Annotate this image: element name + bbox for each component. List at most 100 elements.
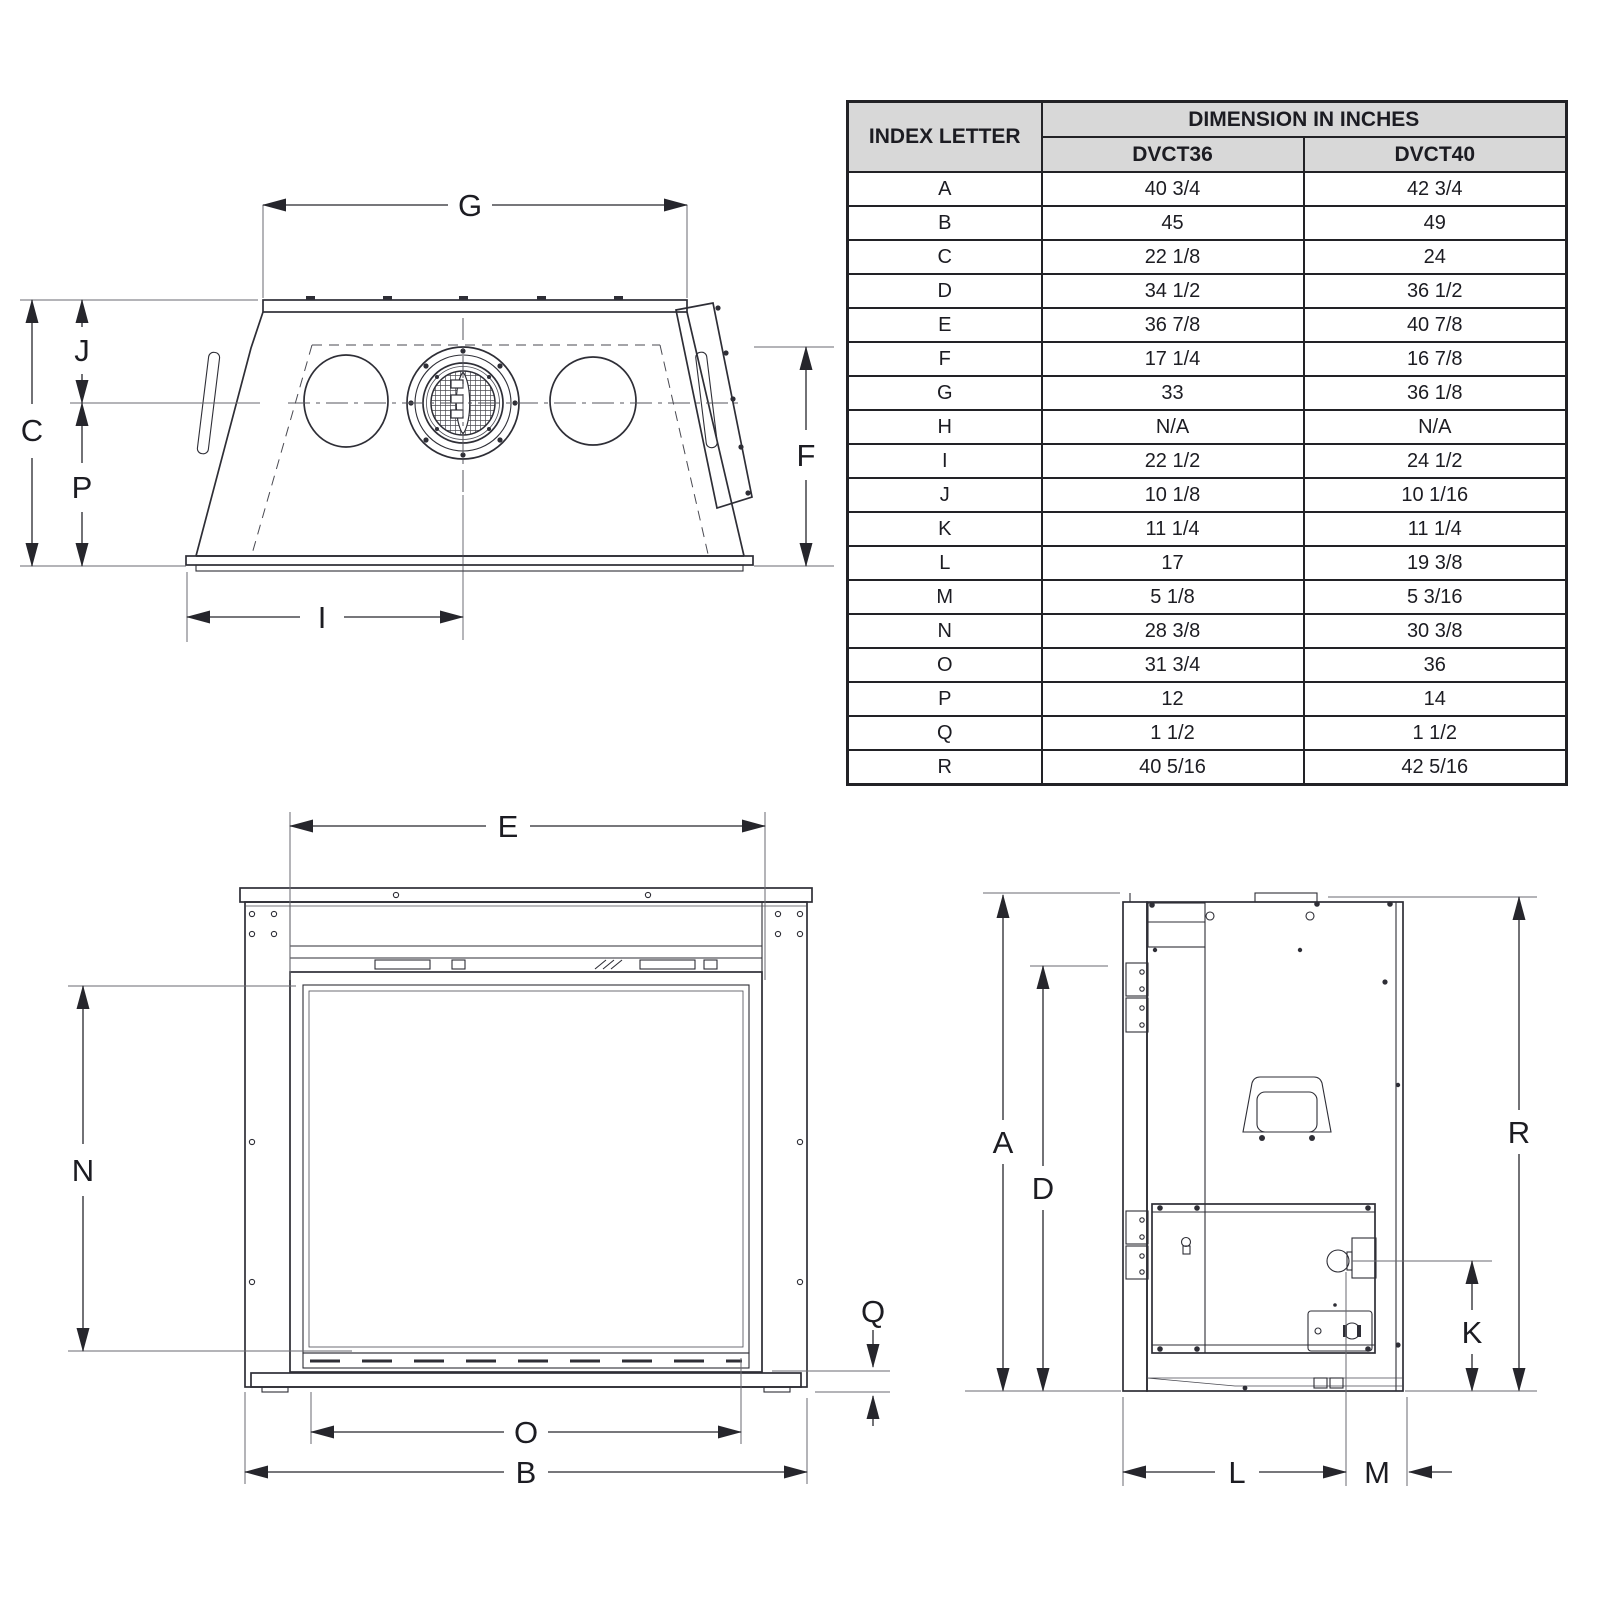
dim-label-e: E bbox=[498, 809, 519, 844]
row-letter: M bbox=[846, 579, 1043, 615]
dim-label-l: L bbox=[1228, 1455, 1245, 1490]
dimension-j: J bbox=[70, 299, 260, 404]
left-side-slot bbox=[196, 351, 221, 455]
model-header-dvct36: DVCT36 bbox=[1040, 136, 1305, 173]
glass-bezel bbox=[302, 984, 750, 1354]
row-dvct40-value: 19 3/8 bbox=[1302, 545, 1568, 581]
top-view-drawing: G C J P F bbox=[20, 188, 834, 642]
right-side-flange bbox=[674, 302, 753, 510]
dimension-in-inches-header: DIMENSION IN INCHES bbox=[1040, 100, 1568, 138]
dim-label-c: C bbox=[21, 413, 43, 448]
knockout-left bbox=[303, 354, 389, 448]
row-dvct36-value: 17 1/4 bbox=[1040, 341, 1305, 377]
dimension-r: R bbox=[1420, 896, 1537, 1392]
dimension-m: M bbox=[1364, 1397, 1452, 1490]
dim-label-d: D bbox=[1032, 1171, 1054, 1206]
door-handle bbox=[1242, 1076, 1332, 1141]
row-letter: P bbox=[846, 681, 1043, 717]
front-view-drawing: E N Q O B bbox=[68, 809, 890, 1490]
row-dvct36-value: 5 1/8 bbox=[1040, 579, 1305, 615]
front-screws bbox=[248, 891, 804, 1286]
row-dvct36-value: N/A bbox=[1040, 409, 1305, 445]
row-dvct40-value: 49 bbox=[1302, 205, 1568, 241]
row-letter: J bbox=[846, 477, 1043, 513]
row-letter: O bbox=[846, 647, 1043, 683]
dimension-k: K bbox=[1352, 1260, 1492, 1392]
dim-label-a: A bbox=[993, 1125, 1014, 1160]
row-dvct36-value: 11 1/4 bbox=[1040, 511, 1305, 547]
dimension-o: O bbox=[310, 1358, 742, 1450]
dimension-g: G bbox=[262, 188, 688, 298]
dimension-q: Q bbox=[772, 1294, 890, 1426]
row-dvct40-value: 24 1/2 bbox=[1302, 443, 1568, 479]
row-letter: B bbox=[846, 205, 1043, 241]
dimension-d: D bbox=[1030, 965, 1108, 1392]
front-view-unit-outline bbox=[239, 887, 813, 1393]
row-letter: L bbox=[846, 545, 1043, 581]
row-dvct40-value: N/A bbox=[1302, 409, 1568, 445]
dim-label-i: I bbox=[318, 600, 327, 635]
row-dvct36-value: 31 3/4 bbox=[1040, 647, 1305, 683]
row-dvct36-value: 22 1/2 bbox=[1040, 443, 1305, 479]
dimension-c: C bbox=[20, 299, 258, 567]
row-letter: C bbox=[846, 239, 1043, 275]
row-dvct40-value: 5 3/16 bbox=[1302, 579, 1568, 615]
side-view-drawing: A D R K L bbox=[965, 892, 1537, 1490]
row-dvct40-value: 1 1/2 bbox=[1302, 715, 1568, 751]
dim-label-b: B bbox=[516, 1455, 537, 1490]
junction-plate bbox=[1307, 1303, 1373, 1352]
top-screw-ticks bbox=[306, 296, 623, 300]
dim-label-f: F bbox=[797, 438, 816, 473]
row-dvct40-value: 30 3/8 bbox=[1302, 613, 1568, 649]
row-dvct40-value: 36 1/2 bbox=[1302, 273, 1568, 309]
row-letter: K bbox=[846, 511, 1043, 547]
row-dvct40-value: 40 7/8 bbox=[1302, 307, 1568, 343]
front-facade-edge bbox=[1122, 901, 1148, 1392]
row-dvct36-value: 1 1/2 bbox=[1040, 715, 1305, 751]
dimension-b: B bbox=[244, 1392, 808, 1490]
glass-opening bbox=[308, 990, 744, 1348]
dim-label-k: K bbox=[1462, 1315, 1483, 1350]
door-frame bbox=[289, 971, 763, 1373]
row-letter: R bbox=[846, 749, 1043, 786]
hinge-bottom bbox=[1125, 1210, 1149, 1280]
keyhole-icon bbox=[1180, 1236, 1192, 1255]
row-dvct40-value: 42 5/16 bbox=[1302, 749, 1568, 786]
hinge-top bbox=[1125, 962, 1149, 1033]
control-box bbox=[1151, 1203, 1377, 1354]
row-dvct40-value: 11 1/4 bbox=[1302, 511, 1568, 547]
row-letter: F bbox=[846, 341, 1043, 377]
dim-label-o: O bbox=[514, 1415, 538, 1450]
flue-bolts bbox=[408, 348, 518, 458]
dim-label-q: Q bbox=[861, 1294, 885, 1329]
row-letter: A bbox=[846, 171, 1043, 207]
row-dvct40-value: 24 bbox=[1302, 239, 1568, 275]
dimension-i: I bbox=[186, 572, 464, 642]
row-dvct36-value: 12 bbox=[1040, 681, 1305, 717]
row-letter: G bbox=[846, 375, 1043, 411]
dim-label-p: P bbox=[72, 470, 93, 505]
dim-label-j: J bbox=[74, 333, 90, 368]
row-letter: Q bbox=[846, 715, 1043, 751]
knockout-right bbox=[549, 356, 637, 446]
dim-label-g: G bbox=[458, 188, 482, 223]
top-vent-stub bbox=[1254, 892, 1318, 903]
row-dvct36-value: 22 1/8 bbox=[1040, 239, 1305, 275]
side-screws bbox=[1149, 901, 1401, 1348]
index-letter-header: INDEX LETTER bbox=[846, 100, 1043, 173]
side-view-unit-outline bbox=[1122, 892, 1420, 1392]
top-view-unit-outline bbox=[185, 296, 754, 640]
